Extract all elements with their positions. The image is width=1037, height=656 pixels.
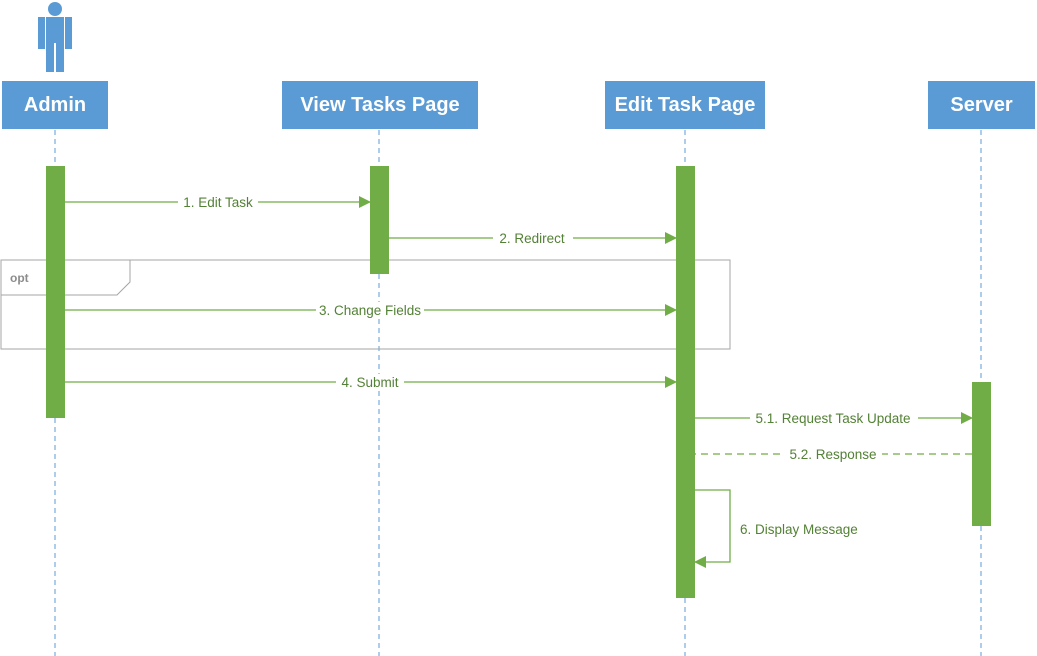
activation-bar-server xyxy=(972,382,991,526)
message-label: 1. Edit Task xyxy=(183,195,253,210)
message-label: 6. Display Message xyxy=(740,522,858,537)
lifeline-header-edit-task-page: Edit Task Page xyxy=(605,81,765,129)
message-label: 5.2. Response xyxy=(789,447,876,462)
message-change-fields: 3. Change Fields xyxy=(65,302,677,318)
message-redirect: 2. Redirect xyxy=(389,230,677,246)
opt-fragment: opt xyxy=(0,259,731,350)
message-display-message: 6. Display Message xyxy=(694,489,858,568)
activation-bar-admin xyxy=(46,166,65,418)
message-label: 5.1. Request Task Update xyxy=(755,411,910,426)
message-label: 2. Redirect xyxy=(499,231,565,246)
lifeline-header-admin: Admin xyxy=(2,81,108,129)
message-request-task-update: 5.1. Request Task Update xyxy=(695,410,973,426)
message-edit-task: 1. Edit Task xyxy=(65,194,371,210)
message-submit: 4. Submit xyxy=(65,374,677,390)
message-response: 5.2. Response xyxy=(695,446,972,462)
activation-bar-edit-task-page xyxy=(676,166,695,598)
lifeline-header-view-tasks-page: View Tasks Page xyxy=(282,81,478,129)
message-label: 4. Submit xyxy=(341,375,398,390)
activation-bar-view-tasks-page xyxy=(370,166,389,274)
person-icon xyxy=(38,2,72,72)
message-label: 3. Change Fields xyxy=(319,303,421,318)
opt-fragment-label: opt xyxy=(10,271,29,285)
lifeline-header-server: Server xyxy=(928,81,1035,129)
